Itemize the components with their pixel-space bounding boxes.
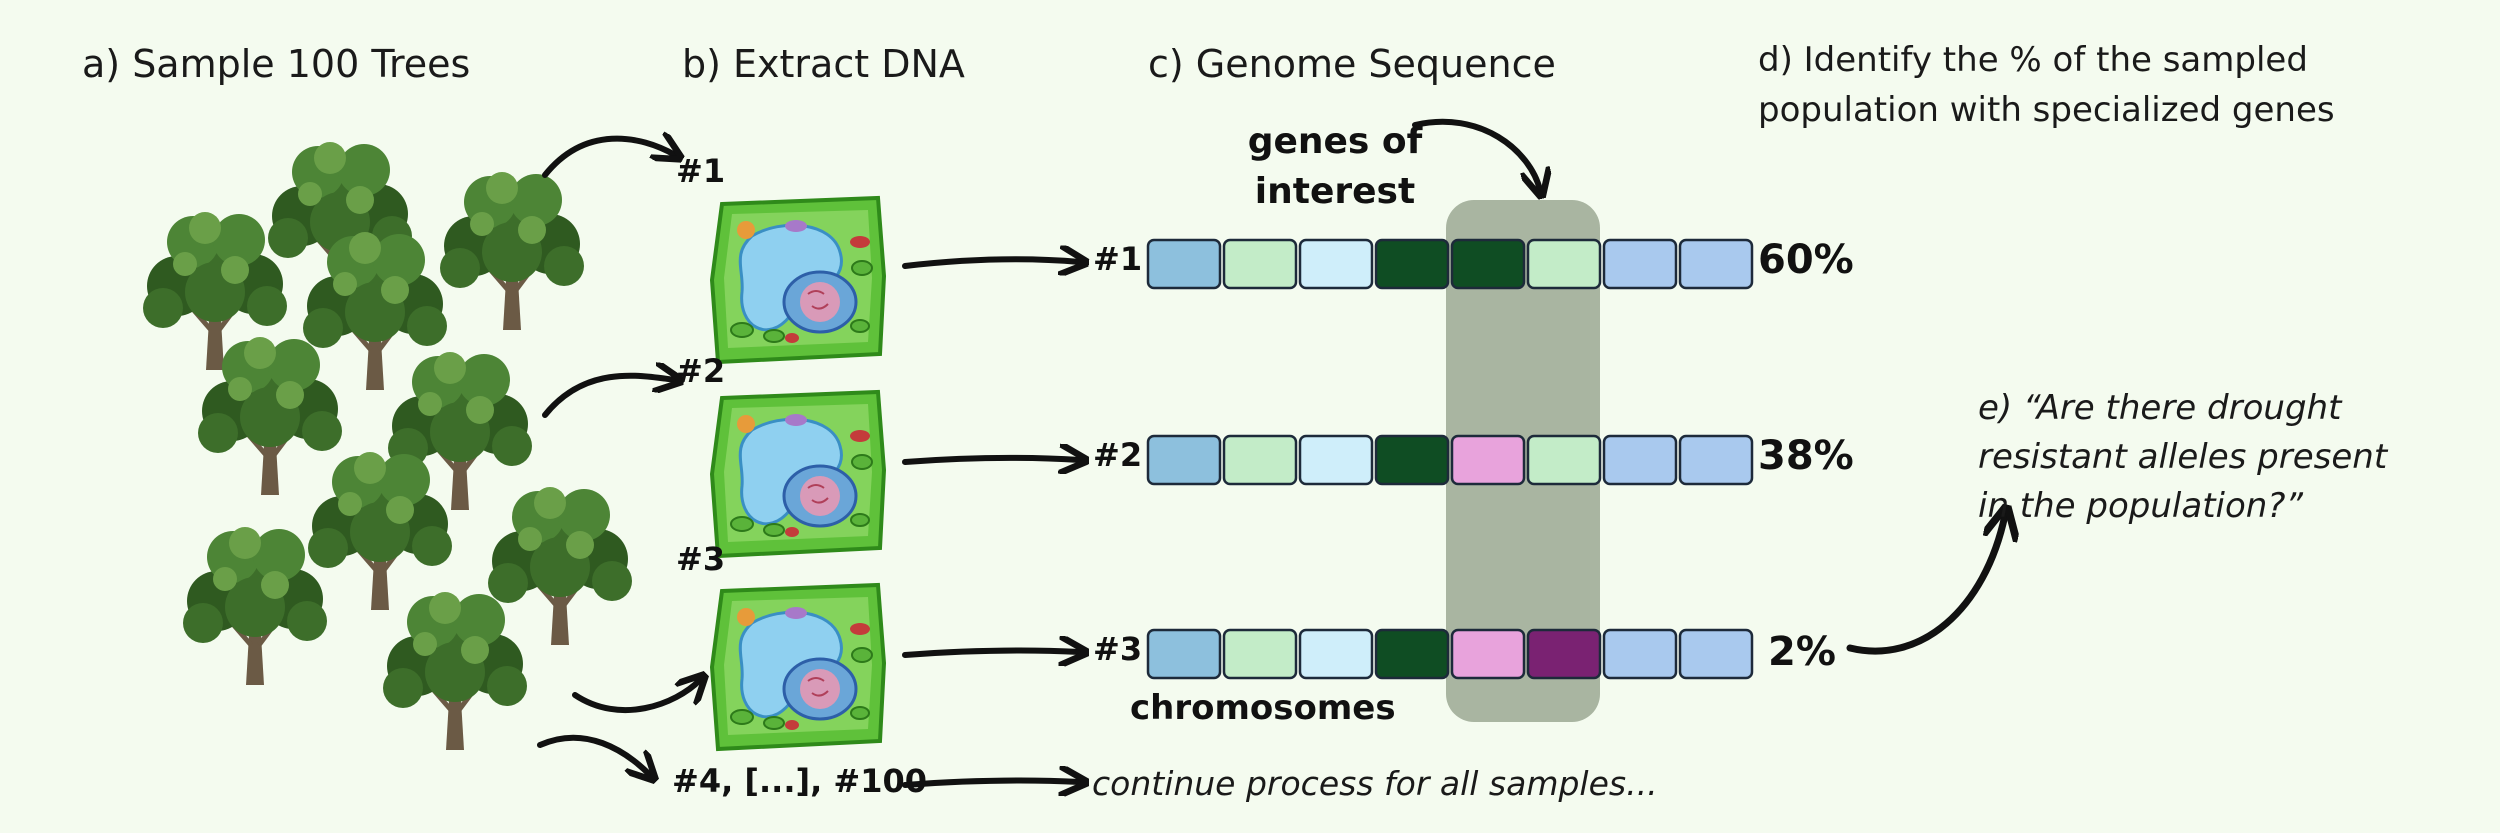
tree-image [308, 452, 452, 610]
gene-segment [1146, 238, 1222, 290]
gene-segment [1298, 628, 1374, 680]
question-line-1: e) “Are there drought [1978, 388, 2342, 428]
gene-segment [1450, 434, 1526, 486]
percent-1: 60% [1758, 237, 1854, 283]
sample-arrow-1 [542, 139, 675, 178]
genes-of-interest-line-1: genes of [1247, 121, 1423, 162]
gene-segment [1450, 238, 1526, 290]
step-d-line-2: population with specialized genes [1758, 90, 2335, 130]
chromosome-row-3 [1146, 628, 1754, 680]
plant-cell-3 [710, 583, 886, 751]
gene-segment [1222, 434, 1298, 486]
percent-3: 2% [1768, 629, 1836, 675]
question-line-3: in the population?” [1978, 486, 2303, 526]
sample-label-1: #1 [676, 152, 726, 190]
sample-label-3: #3 [676, 540, 726, 578]
row-id-3: #3 [1093, 630, 1143, 668]
gene-segment [1526, 434, 1602, 486]
gene-segment [1602, 628, 1678, 680]
gene-segment [1146, 434, 1222, 486]
continue-text: continue process for all samples... [1092, 764, 1658, 803]
tree-image [440, 172, 584, 330]
gene-segment [1374, 628, 1450, 680]
gene-segment [1374, 238, 1450, 290]
genes-arrow [1412, 118, 1540, 190]
question-arrow [1846, 515, 2005, 655]
chromosome-row-1 [1146, 238, 1754, 290]
row-id-2: #2 [1093, 436, 1143, 474]
sample-label-2: #2 [676, 352, 726, 390]
gene-segment [1222, 628, 1298, 680]
sample-arrow-rest [537, 734, 650, 775]
gene-segment [1222, 238, 1298, 290]
cell-arrow-3 [902, 651, 1080, 655]
chromosome-row-2 [1146, 434, 1754, 486]
gene-segment [1678, 434, 1754, 486]
gene-segment [1602, 238, 1678, 290]
step-d-line-1: d) Identify the % of the sampled [1758, 40, 2308, 80]
gene-segment [1526, 238, 1602, 290]
cell-arrow-2 [902, 458, 1080, 462]
question-line-2: resistant alleles present [1978, 437, 2388, 477]
gene-segment [1526, 628, 1602, 680]
step-c-title: c) Genome Sequence [1148, 42, 1556, 86]
gene-segment [1146, 628, 1222, 680]
step-b-title: b) Extract DNA [682, 42, 965, 86]
chromosome-rows [1146, 238, 1754, 680]
gene-segment [1602, 434, 1678, 486]
chromosomes-label: chromosomes [1130, 688, 1396, 728]
genes-of-interest-line-2: interest [1254, 171, 1416, 212]
tree-image [488, 487, 632, 645]
gene-segment [1374, 434, 1450, 486]
cell-arrow-1 [902, 259, 1080, 266]
sample-arrow-3 [572, 680, 700, 713]
gene-segment [1298, 434, 1374, 486]
remaining-samples-label: #4, [...], #100 [672, 762, 927, 800]
sample-arrow-2 [542, 376, 675, 418]
continue-arrow [902, 781, 1080, 785]
gene-segment [1450, 628, 1526, 680]
step-a-title: a) Sample 100 Trees [82, 42, 471, 86]
plant-cell-2 [710, 390, 886, 558]
row-id-1: #1 [1093, 240, 1143, 278]
percent-2: 38% [1758, 433, 1854, 479]
gene-segment [1298, 238, 1374, 290]
gene-segment [1678, 628, 1754, 680]
tree-image [383, 592, 527, 750]
tree-cluster [143, 142, 632, 750]
tree-image [183, 527, 327, 685]
gene-segment [1678, 238, 1754, 290]
plant-cell-1 [710, 196, 886, 364]
